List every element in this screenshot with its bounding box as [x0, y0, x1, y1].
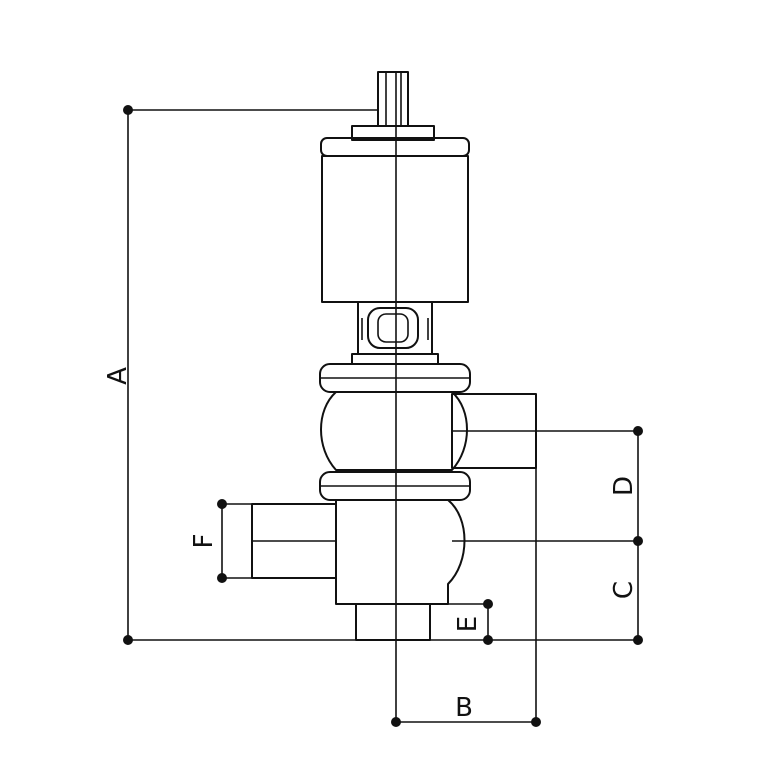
dimension-labels: A D C B E F	[103, 367, 639, 723]
dimension-lines	[123, 105, 643, 727]
dim-label-b: B	[455, 693, 473, 723]
centerlines	[395, 72, 638, 722]
valve-body	[251, 71, 537, 641]
lower-body	[335, 499, 466, 605]
coupling-housing	[357, 301, 433, 355]
coupling-nut	[367, 307, 419, 349]
actuator-cylinder	[321, 155, 469, 303]
dim-label-a: A	[103, 367, 133, 385]
top-stem	[377, 71, 409, 127]
dim-label-d: D	[609, 476, 639, 496]
upper-body-bulge	[320, 391, 468, 471]
dim-label-c: C	[609, 581, 639, 599]
stem-collar	[351, 125, 435, 141]
bottom-port	[355, 603, 431, 641]
dim-label-e: E	[453, 616, 483, 632]
dim-label-f: F	[189, 534, 219, 549]
